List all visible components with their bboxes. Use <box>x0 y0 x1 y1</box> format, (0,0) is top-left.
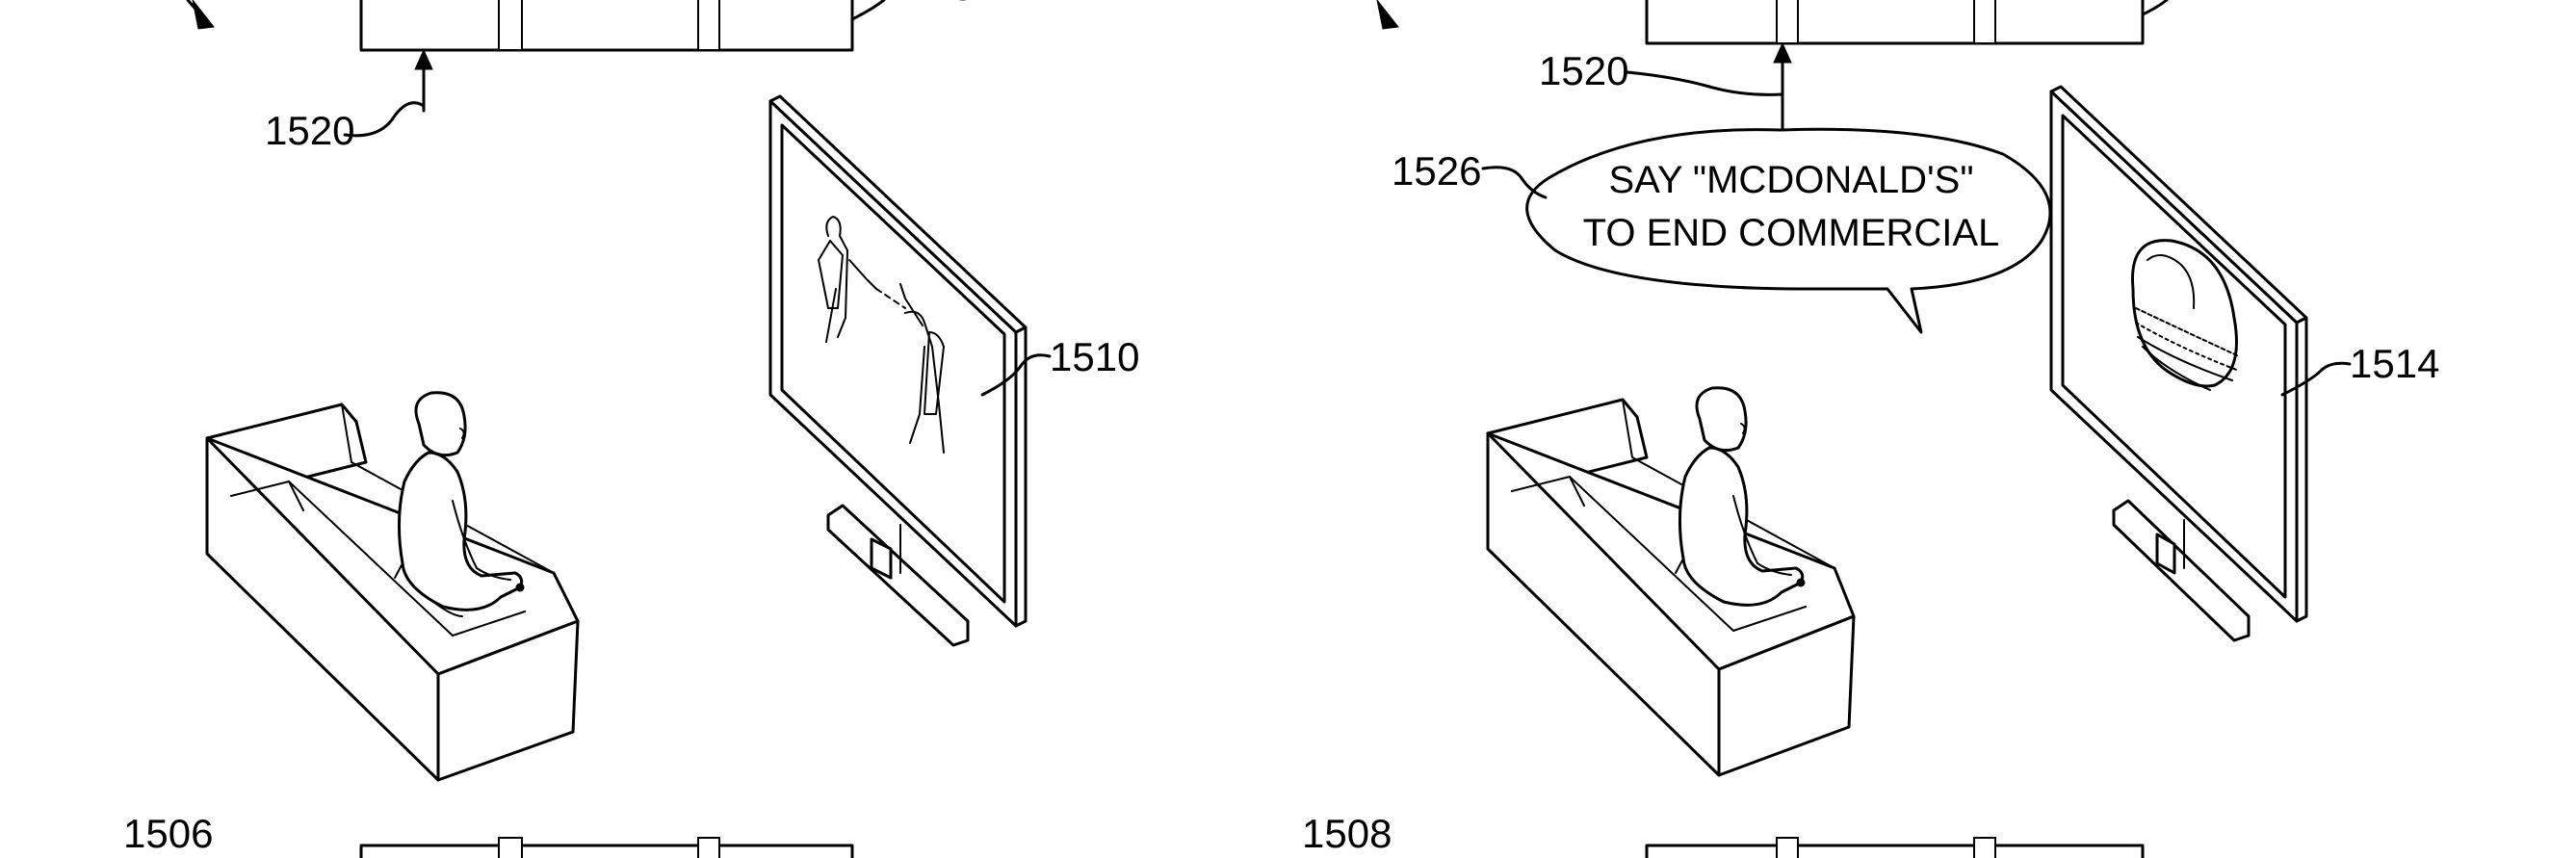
bubble-line-2: TO END COMMERCIAL <box>1583 212 2000 254</box>
right-remote-input-arrow <box>1626 41 1792 135</box>
left-tv-ref: 1510 <box>1050 334 1139 379</box>
left-couch <box>205 403 580 782</box>
bubble-line-1: SAY "MCDONALD'S" <box>1608 159 1973 201</box>
right-person <box>1675 386 1806 607</box>
left-person <box>394 391 525 617</box>
left-tv <box>768 94 1028 647</box>
right-remote-input-ref: 1520 <box>1539 48 1628 93</box>
left-bottom-bar <box>359 837 854 858</box>
top-left-arrowhead <box>192 0 215 30</box>
right-panel: 1520 SAY "MCDONALD'S" TO END COMMERCIAL … <box>1302 0 2439 858</box>
top-right-arrowhead <box>1376 0 1399 30</box>
left-remote-input-ref: 1520 <box>265 108 354 153</box>
right-bottom-bar <box>1645 837 2145 858</box>
left-tv-action-figures <box>818 216 945 454</box>
left-corner-label: 1506 <box>123 811 213 856</box>
right-couch <box>1486 398 1856 777</box>
left-top-bar-ref: 1512 <box>929 0 1019 9</box>
left-remote-input-arrow <box>343 48 433 138</box>
left-top-bar <box>359 0 886 52</box>
right-tv <box>2049 85 2308 642</box>
right-speech-bubble: SAY "MCDONALD'S" TO END COMMERCIAL <box>1525 127 2052 334</box>
right-tv-hamburger-icon <box>2131 239 2240 391</box>
right-bubble-leader <box>1481 166 1548 199</box>
left-panel: 1512 1520 <box>123 0 1139 858</box>
right-corner-label: 1508 <box>1302 811 1392 856</box>
right-tv-leader <box>2280 361 2352 397</box>
left-tv-leader <box>980 353 1052 397</box>
right-bubble-ref: 1526 <box>1392 148 1481 194</box>
right-top-bar <box>1645 0 2169 45</box>
right-tv-ref: 1514 <box>2350 341 2439 386</box>
